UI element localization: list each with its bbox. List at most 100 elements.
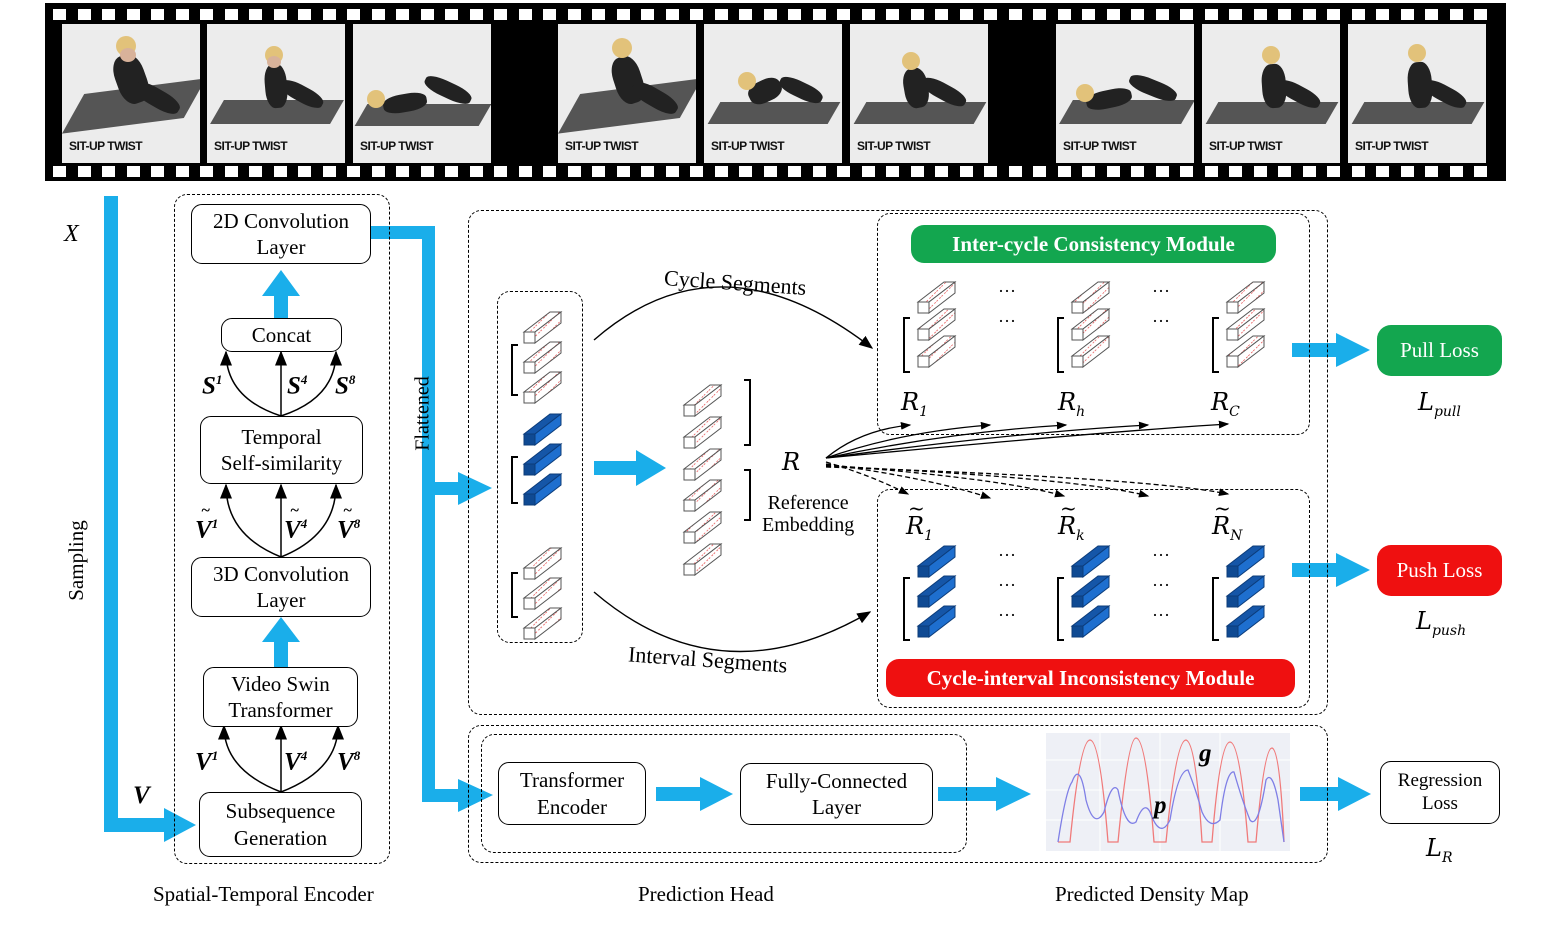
group-bracket	[511, 344, 518, 396]
film-perforation	[861, 9, 875, 20]
s1-label: S1	[202, 372, 223, 400]
film-perforation	[1302, 166, 1316, 177]
film-perforation	[298, 9, 311, 20]
cycle-feature-cuboid	[1225, 280, 1266, 315]
cycle-feature-cuboid	[682, 510, 723, 545]
film-perforation	[665, 166, 679, 177]
cycle-feature-cuboid	[522, 370, 563, 405]
conv2d-layer-box: 2D Convolution Layer	[191, 204, 371, 264]
group-bracket	[903, 317, 910, 373]
concat-label: Concat	[251, 322, 312, 347]
film-perforation	[53, 9, 66, 20]
film-perforation	[298, 166, 311, 177]
film-perforation	[543, 166, 556, 177]
film-perforation	[200, 166, 213, 177]
film-perforation	[1057, 166, 1071, 177]
film-perforation	[788, 9, 801, 20]
cycle-feature-cuboid	[916, 280, 957, 315]
frame-caption: SIT-UP TWIST	[565, 139, 639, 153]
temporal-self-similarity-box: Temporal Self-similarity	[200, 416, 363, 484]
cycle-interval-container	[877, 489, 1310, 708]
film-perforation	[714, 9, 728, 20]
film-perforation	[543, 9, 556, 20]
film-top-perforations	[45, 9, 1506, 20]
film-perforation	[420, 166, 434, 177]
conv3d-label: 3D Convolution Layer	[213, 561, 349, 612]
film-perforation	[641, 166, 654, 177]
film-perforation	[1449, 166, 1463, 177]
film-perforation	[1057, 9, 1071, 20]
prediction-p-label: p	[1154, 792, 1167, 819]
input-v-label: V	[133, 782, 150, 809]
film-perforation	[739, 9, 752, 20]
v-tilde-1-label: ~V1	[195, 502, 219, 544]
conv2d-label: 2D Convolution Layer	[213, 208, 349, 259]
input-x-label: X	[64, 221, 79, 247]
blue-flow-arrows	[104, 196, 1371, 842]
film-perforation	[788, 166, 801, 177]
film-perforation	[616, 9, 630, 20]
cycle-feature-cuboid	[522, 546, 563, 581]
film-perforation	[616, 166, 630, 177]
film-perforation	[1302, 9, 1316, 20]
reference-embedding-label: Reference Embedding	[762, 492, 855, 536]
film-perforation	[396, 9, 409, 20]
cycle-feature-cuboid	[1070, 280, 1111, 315]
film-perforation	[322, 166, 336, 177]
frame-caption: SIT-UP TWIST	[1063, 139, 1137, 153]
film-perforation	[151, 166, 164, 177]
regression-loss-box: Regression Loss	[1380, 761, 1500, 824]
pull-loss-symbol: Lpull	[1418, 388, 1461, 420]
film-perforation	[739, 166, 752, 177]
fully-connected-layer-box: Fully-Connected Layer	[740, 763, 933, 825]
group-bracket	[744, 469, 751, 521]
cycle-feature-cuboid	[522, 606, 563, 641]
s4-label: S4	[287, 372, 308, 400]
film-perforation	[1082, 166, 1095, 177]
film-perforation	[175, 166, 189, 177]
ground-truth-curve	[1058, 737, 1285, 843]
cycle-feature-cuboid	[916, 334, 957, 369]
film-perforation	[249, 9, 262, 20]
prediction-inner-container	[481, 734, 967, 853]
cycle-feature-cuboid	[682, 542, 723, 577]
film-perforation	[77, 166, 91, 177]
film-perforation	[1351, 9, 1365, 20]
interval-feature-cuboid	[916, 544, 957, 579]
film-frame: SIT-UP TWIST	[1202, 24, 1340, 163]
group-bracket	[1057, 317, 1064, 373]
interval-feature-cuboid	[1225, 604, 1266, 639]
film-perforation	[1425, 166, 1438, 177]
interval-feature-cuboid	[1070, 574, 1111, 609]
film-perforation	[837, 9, 850, 20]
cycle-feature-cuboid	[916, 307, 957, 342]
film-perforation	[861, 166, 875, 177]
reference-r-label: R	[782, 448, 801, 476]
frame-caption: SIT-UP TWIST	[214, 139, 288, 153]
film-perforation	[1033, 9, 1046, 20]
film-perforation	[347, 9, 360, 20]
density-map-title: Predicted Density Map	[1055, 882, 1249, 906]
film-perforation	[77, 9, 91, 20]
ellipsis-column: … … …	[1004, 37, 1032, 151]
film-perforation	[763, 166, 777, 177]
film-perforation	[959, 166, 973, 177]
pull-loss-box: Pull Loss	[1377, 325, 1502, 376]
frame-caption: SIT-UP TWIST	[360, 139, 434, 153]
encoder-container	[174, 194, 390, 864]
film-perforation	[935, 166, 948, 177]
film-perforation	[690, 9, 703, 20]
film-perforation	[812, 166, 826, 177]
encoder-section-title: Spatial-Temporal Encoder	[153, 882, 374, 906]
cycle-feature-cuboid	[682, 478, 723, 513]
transformer-encoder-box: Transformer Encoder	[498, 762, 646, 825]
rtn-label: ~RN	[1212, 496, 1243, 544]
film-perforation	[273, 9, 287, 20]
film-perforation	[1082, 9, 1095, 20]
conv3d-layer-box: 3D Convolution Layer	[191, 557, 371, 617]
cycle-feature-cuboid	[522, 340, 563, 375]
film-perforation	[1008, 9, 1022, 20]
film-perforation	[984, 9, 997, 20]
film-perforation	[935, 9, 948, 20]
